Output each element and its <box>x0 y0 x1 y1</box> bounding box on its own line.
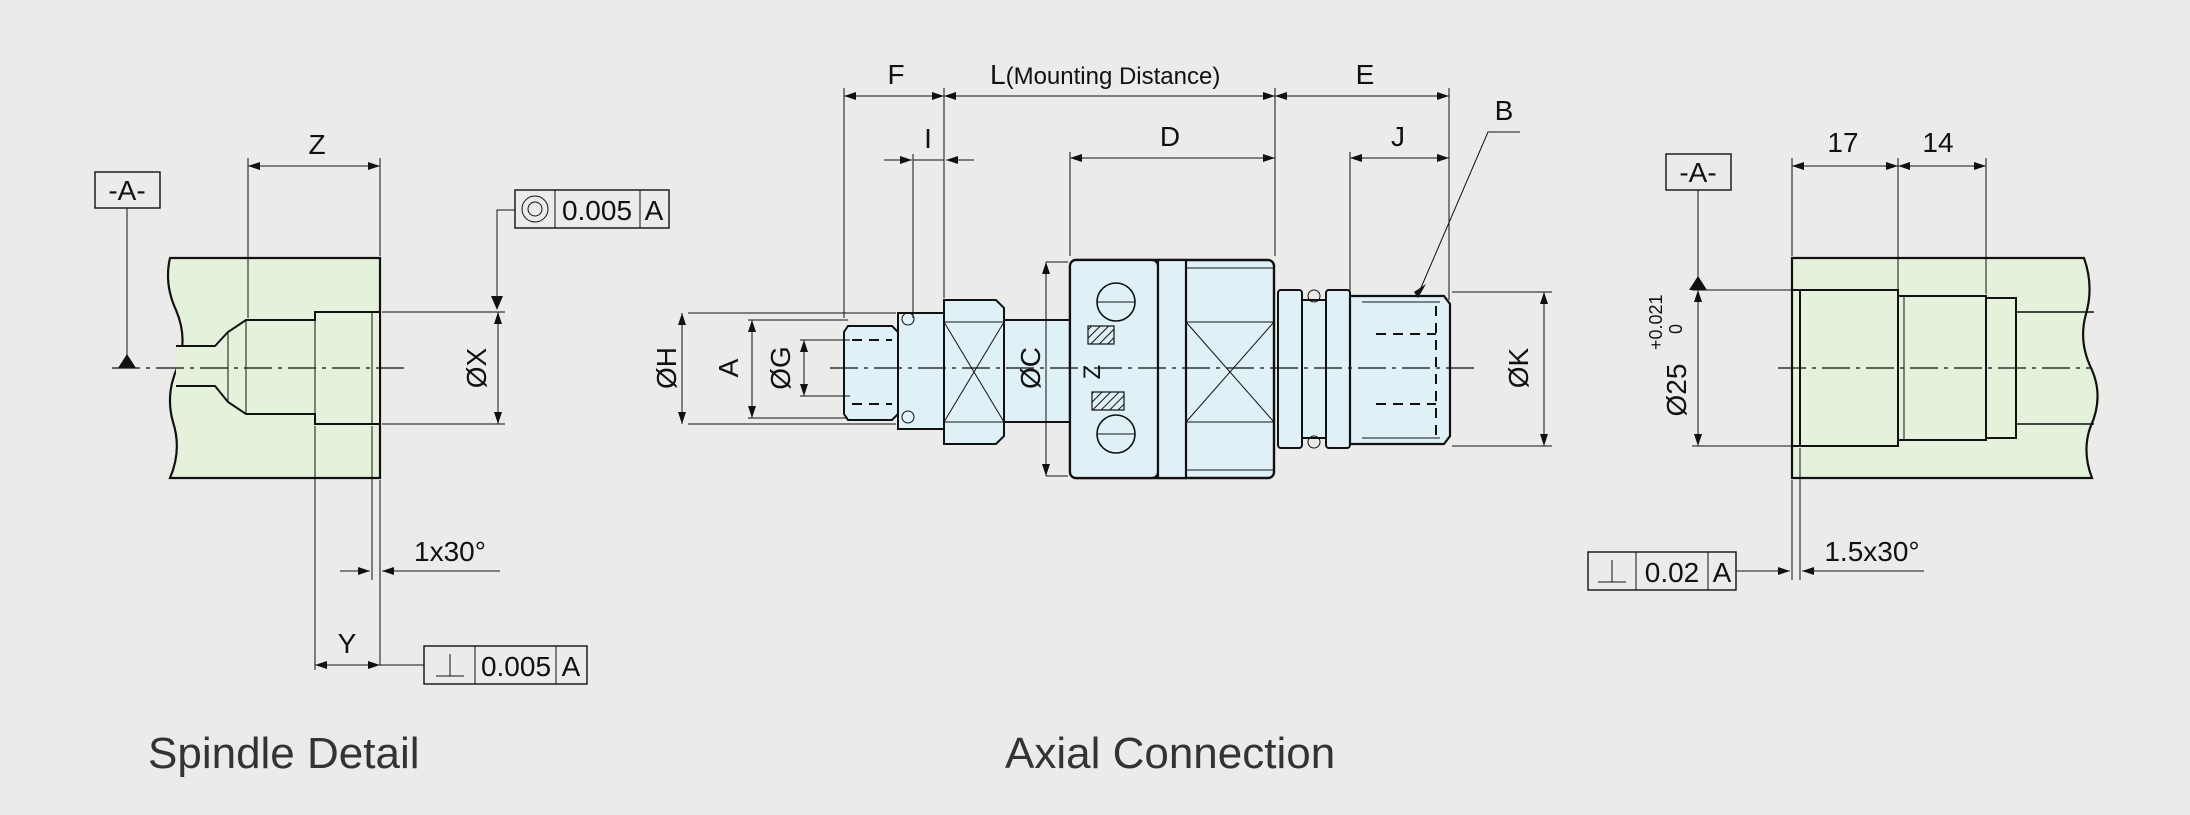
spindle-detail-view: -A- Z ØX 0.005 A 1x30° <box>94 129 670 778</box>
spindle-perp-datum: A <box>562 651 581 682</box>
dim-b-label: B <box>1495 95 1514 126</box>
caption-spindle-detail: Spindle Detail <box>148 729 420 778</box>
dim-g-label: ØG <box>765 346 796 390</box>
dim-i-label: I <box>924 123 932 154</box>
dim-e-label: E <box>1356 59 1375 90</box>
concentricity-datum: A <box>645 195 664 226</box>
svg-text:Z: Z <box>1079 365 1106 380</box>
bore-perpendicularity-icon <box>1598 560 1626 583</box>
dim-17-label: 17 <box>1827 127 1858 158</box>
right-thread-sleeve <box>1348 294 1452 446</box>
bore-datum-label: -A- <box>1679 157 1716 188</box>
right-ring-1 <box>1277 289 1303 449</box>
perpendicularity-icon <box>436 654 464 677</box>
dim-j-label: J <box>1391 121 1405 152</box>
bore-tol-upper: +0.021 <box>1646 294 1666 350</box>
datum-triangle-icon <box>118 354 136 368</box>
dim-z-label: Z <box>308 129 325 160</box>
concentricity-icon <box>521 195 549 223</box>
bore-tol-lower: 0 <box>1666 324 1686 334</box>
dim-l-label: L(Mounting Distance) <box>990 59 1220 90</box>
dim-l-note: (Mounting Distance) <box>1006 63 1221 90</box>
concentricity-value: 0.005 <box>562 195 632 226</box>
dim-c-label: ØC <box>1015 347 1046 389</box>
dim-x-label: ØX <box>461 347 492 388</box>
dim-d-label: D <box>1160 121 1180 152</box>
spindle-perp-value: 0.005 <box>481 651 551 682</box>
datum-a-label: -A- <box>108 175 145 206</box>
bore-detail-view: -A- Ø25 +0.021 0 17 14 1.5x30° <box>1587 127 2099 591</box>
bore-datum-triangle-icon <box>1689 276 1707 290</box>
dim-a-label: A <box>713 358 744 377</box>
left-collar <box>897 312 945 430</box>
bore-perpendicularity-fcf: 0.02 A <box>1587 551 1737 591</box>
spindle-perpendicularity-fcf: 0.005 A <box>423 645 588 685</box>
bore-dia-label: Ø25 <box>1661 364 1692 417</box>
dim-f-label: F <box>887 59 904 90</box>
concentricity-fcf: 0.005 A <box>514 189 670 229</box>
spindle-chamfer-label: 1x30° <box>414 536 486 567</box>
left-thread-stub <box>843 325 899 421</box>
dim-k-label: ØK <box>1503 347 1534 388</box>
dim-h-label: ØH <box>651 347 682 389</box>
dim-14-label: 14 <box>1922 127 1953 158</box>
bore-chamfer-label: 1.5x30° <box>1824 536 1919 567</box>
dim-y-label: Y <box>338 628 357 659</box>
axial-connection-view: Z F L(Mounting Distance) E <box>651 59 1552 778</box>
bore-perp-value: 0.02 <box>1645 557 1700 588</box>
caption-axial-connection: Axial Connection <box>1005 729 1335 778</box>
bore-perp-datum: A <box>1713 557 1732 588</box>
right-ring-2 <box>1325 289 1351 449</box>
